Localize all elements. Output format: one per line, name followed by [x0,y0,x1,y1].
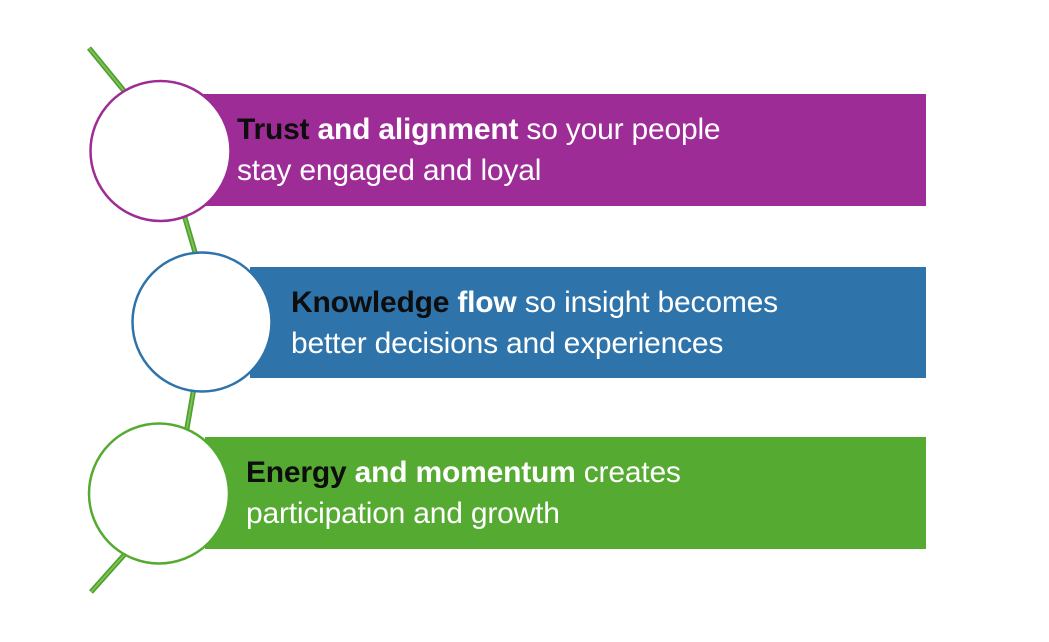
band-trust-line1-rest: so your people [526,113,721,146]
band-knowledge: Knowledge flow so insight becomes better… [250,267,926,378]
band-knowledge-line1: Knowledge flow so insight becomes [291,282,778,323]
band-energy-emphasis-light: and momentum [354,456,576,489]
band-knowledge-text: Knowledge flow so insight becomes better… [250,282,778,364]
band-energy-emphasis-dark: Energy [246,456,347,489]
band-trust-emphasis-dark: Trust [237,113,310,146]
band-energy-line2: participation and growth [246,497,560,530]
band-energy-line1: Energy and momentum creates [246,452,681,493]
connector-line-outer [86,46,212,594]
connector-line-inner [88,47,210,593]
band-energy-text: Energy and momentum creates participatio… [205,452,681,534]
band-knowledge-emphasis-dark: Knowledge [291,285,450,319]
band-trust-emphasis-light: and alignment [317,113,519,146]
band-trust-line2: stay engaged and loyal [237,154,542,187]
band-trust-text: Trust and alignment so your people stay … [193,109,721,191]
band-trust-line1: Trust and alignment so your people [237,109,721,150]
band-knowledge-line2: better decisions and experiences [291,326,724,360]
band-trust: Trust and alignment so your people stay … [193,94,926,206]
band-knowledge-emphasis-light: flow [457,285,517,319]
band-energy-line1-rest: creates [583,456,681,489]
band-energy: Energy and momentum creates participatio… [205,437,926,549]
band-knowledge-line1-rest: so insight becomes [524,285,778,319]
